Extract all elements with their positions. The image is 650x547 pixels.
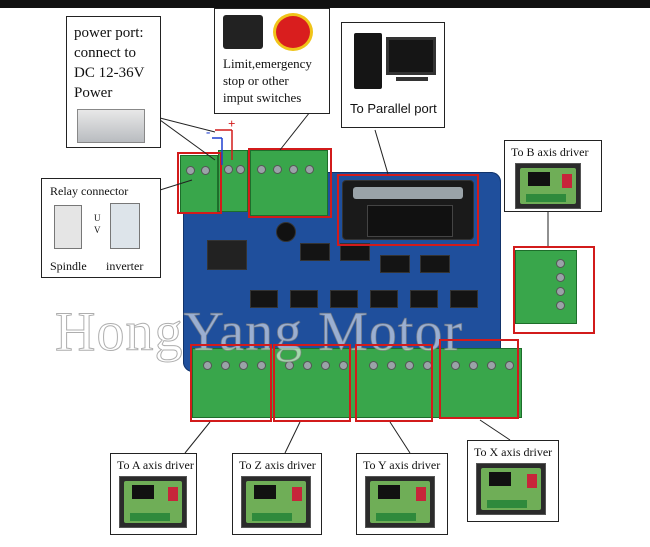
x-axis-callout: To X axis driver (467, 440, 559, 522)
chip (410, 290, 438, 308)
limit-switch-image (223, 15, 263, 49)
chip (380, 255, 410, 273)
y-axis-line (389, 421, 411, 454)
b-axis-driver-image (515, 163, 581, 209)
highlight-x-axis (439, 339, 519, 419)
switches-callout: Limit,emergency stop or other imput swit… (214, 8, 330, 114)
power-line-1: power port: (74, 25, 144, 41)
switch-line (279, 111, 311, 151)
power-terminal (180, 155, 218, 213)
chip (420, 255, 450, 273)
parallel-port-label: To Parallel port (350, 101, 437, 116)
z-axis-driver-image (241, 476, 311, 528)
z-axis-callout: To Z axis driver (232, 453, 322, 535)
monitor-image (386, 37, 436, 75)
parallel-port-callout: To Parallel port (341, 22, 445, 128)
highlight-z-axis (273, 344, 351, 422)
x-axis-label: To X axis driver (474, 445, 553, 459)
relay-callout: Relay connector U V Spindle inverter (41, 178, 161, 278)
chip (370, 290, 398, 308)
axis-terminal-strip (192, 348, 522, 418)
y-axis-label: To Y axis driver (363, 458, 441, 472)
emergency-stop-image (273, 13, 313, 51)
highlight-b-axis (513, 246, 595, 334)
chip (340, 243, 370, 261)
inverter-label: inverter (106, 259, 144, 273)
chip (450, 290, 478, 308)
minus-sign: - (206, 124, 211, 139)
inductor (276, 222, 296, 242)
switch-terminal (250, 150, 328, 216)
power-port-callout: power port: connect to DC 12-36V Power (66, 16, 161, 148)
y-axis-callout: To Y axis driver (356, 453, 448, 535)
relay (207, 240, 247, 270)
spindle-image (54, 205, 82, 249)
u-label: U (94, 213, 101, 223)
a-axis-callout: To A axis driver (110, 453, 197, 535)
b-axis-terminal (515, 250, 577, 324)
inverter-image (110, 203, 140, 249)
z-axis-label: To Z axis driver (239, 458, 316, 472)
chip (300, 243, 330, 261)
plus-sign: + (228, 116, 236, 131)
chip (330, 290, 358, 308)
spindle-label: Spindle (50, 259, 87, 273)
highlight-a-axis (190, 344, 272, 422)
highlight-parallel (337, 174, 479, 246)
power-line-2: connect to (74, 45, 137, 61)
z-axis-line (284, 421, 301, 454)
top-border (0, 0, 650, 8)
x-axis-line (479, 419, 511, 441)
parallel-line (374, 129, 389, 175)
a-axis-line (184, 421, 211, 454)
v-label: V (94, 225, 101, 235)
a-axis-driver-image (119, 476, 187, 528)
pc-tower-image (354, 33, 382, 89)
switches-line-3: imput switches (223, 90, 302, 105)
switches-line-1: Limit,emergency (223, 56, 312, 71)
switches-line-2: stop or other (223, 73, 289, 88)
chip (290, 290, 318, 308)
highlight-y-axis (355, 344, 433, 422)
power-line-2 (159, 119, 216, 161)
chip (250, 290, 278, 308)
relay-title: Relay connector (50, 184, 129, 198)
power-supply-image (77, 109, 145, 143)
highlight-switches (248, 148, 332, 218)
power-terminal-2 (218, 150, 248, 212)
y-axis-driver-image (365, 476, 435, 528)
x-axis-driver-image (476, 463, 546, 515)
a-axis-label: To A axis driver (117, 458, 194, 472)
watermark: HongYang Motor (54, 301, 464, 364)
power-line-3: DC 12-36V (74, 65, 145, 81)
b-axis-label: To B axis driver (511, 145, 589, 159)
power-line-4: Power (74, 85, 113, 101)
b-axis-callout: To B axis driver (504, 140, 602, 212)
highlight-power (177, 152, 222, 214)
relay-line (159, 179, 193, 191)
power-line (159, 117, 216, 133)
db25-connector (342, 180, 474, 240)
